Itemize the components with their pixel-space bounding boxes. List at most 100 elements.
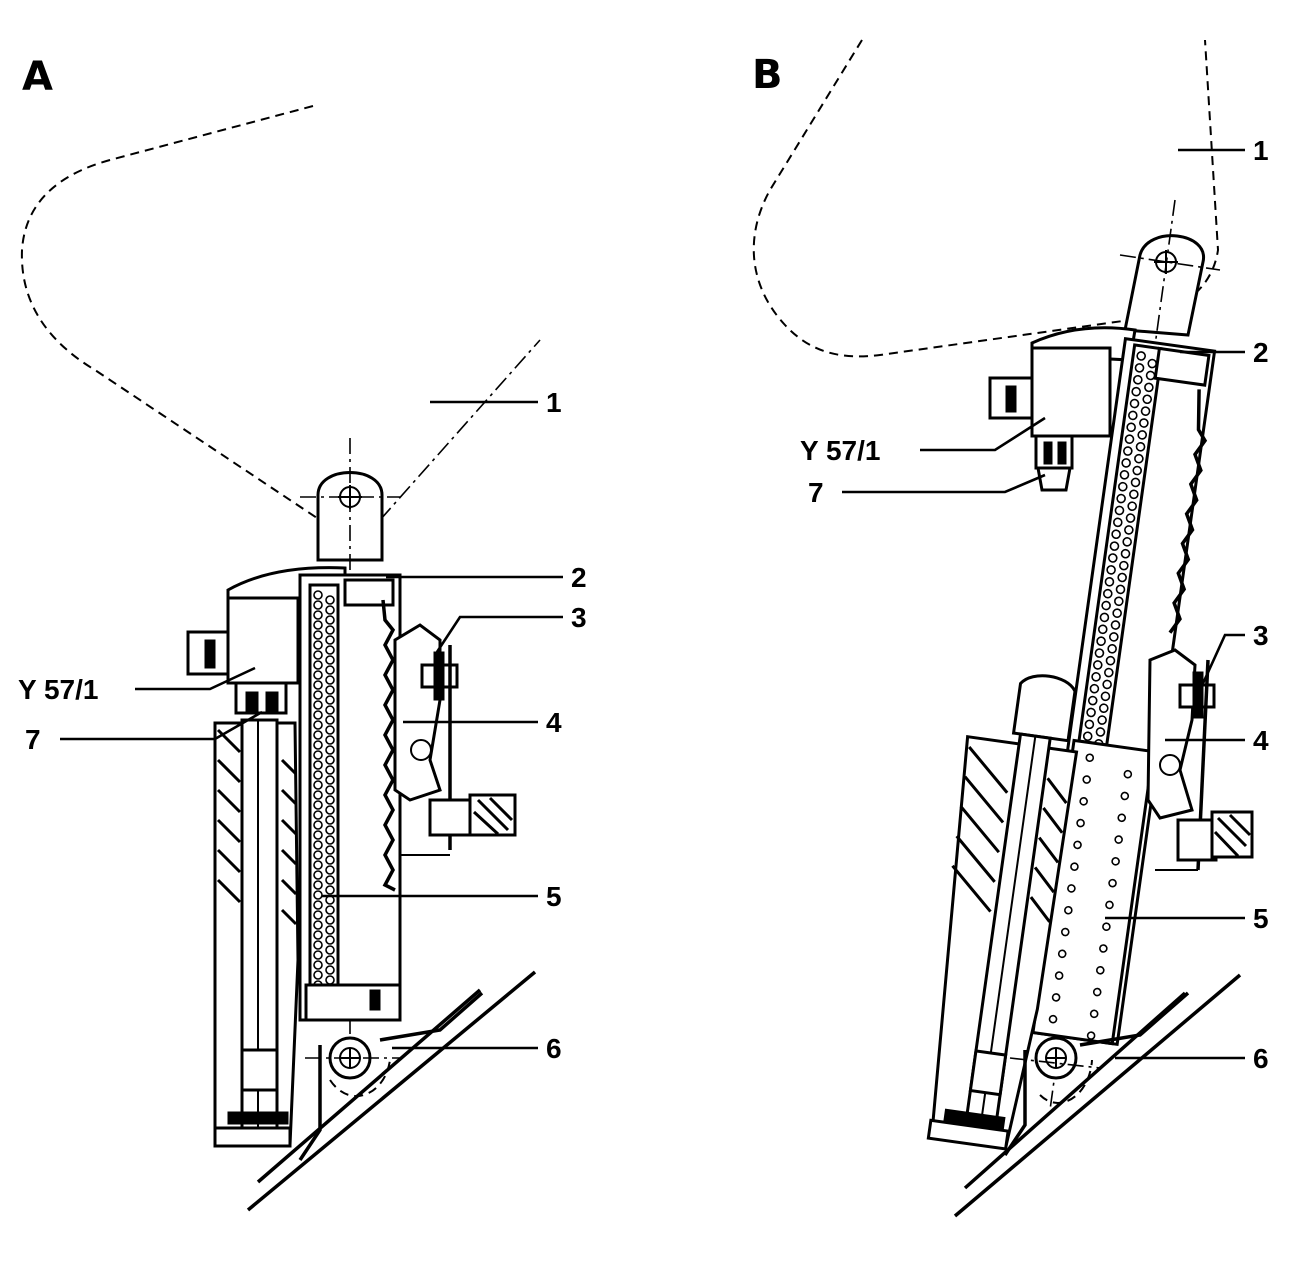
spring-coil-ring — [1085, 753, 1095, 763]
spring-coil-ring — [325, 805, 335, 815]
panel-a-letter: A — [22, 54, 53, 100]
spring-coil-ring — [313, 750, 323, 760]
spring-coil-ring — [1118, 481, 1128, 492]
spring-coil-ring — [1092, 987, 1102, 997]
spring-coil-ring — [1110, 620, 1121, 630]
spring-coil-ring — [313, 610, 323, 620]
spring-coil-ring — [1132, 465, 1142, 476]
spring-coil-ring — [1115, 584, 1126, 595]
spring-coil-ring — [1122, 537, 1132, 547]
spring-coil-ring — [1054, 971, 1064, 980]
panel-a-callout-4: 4 — [546, 707, 562, 738]
spring-coil-ring — [325, 725, 335, 735]
spring-coil-ring — [1102, 588, 1113, 599]
spring-coil-ring — [1120, 548, 1131, 559]
spring-coil-ring — [313, 710, 323, 720]
spring-coil-ring — [1086, 1031, 1096, 1040]
spring-coil-ring — [313, 970, 323, 980]
spring-coil-ring — [325, 715, 335, 725]
spring-coil-ring — [1082, 731, 1093, 742]
spring-coil-ring — [1117, 572, 1127, 583]
spring-coil-ring — [1116, 493, 1126, 504]
panel-b-base — [953, 973, 1242, 1218]
spring-coil-ring — [1119, 560, 1129, 571]
panel-b-callout-2: 2 — [1253, 337, 1269, 368]
panel-a-leaders — [60, 400, 563, 1050]
panel-b-letter: B — [752, 52, 783, 98]
spring-coil-ring — [1109, 632, 1119, 642]
panel-b-leaders — [842, 148, 1245, 1060]
spring-coil-ring — [313, 730, 323, 740]
spring-coil-ring — [1117, 813, 1127, 823]
spring-coil-ring — [1089, 1009, 1099, 1019]
spring-coil-ring — [313, 880, 323, 890]
spring-coil-ring — [1079, 797, 1088, 806]
spring-coil-ring — [313, 740, 323, 750]
spring-coil-ring — [1144, 382, 1154, 393]
spring-coil-ring — [325, 855, 335, 865]
spring-coil-ring — [325, 765, 335, 775]
spring-coil-ring — [325, 815, 335, 825]
spring-coil-ring — [313, 890, 323, 900]
panel-b-callout-5: 5 — [1253, 903, 1269, 934]
spring-coil-ring — [1057, 949, 1067, 959]
panel-a-callout-1: 1 — [546, 387, 562, 418]
spring-coil-ring — [325, 865, 335, 875]
spring-coil-ring — [325, 605, 335, 615]
spring-coil-ring — [325, 825, 335, 835]
spring-coil-ring — [313, 650, 323, 660]
panel-a: A — [18, 54, 587, 1212]
spring-coil-ring — [1136, 351, 1146, 361]
spring-coil-ring — [325, 615, 335, 625]
spring-coil-ring — [313, 660, 323, 670]
spring-coil-ring — [1102, 679, 1112, 690]
spring-coil-ring — [1137, 430, 1148, 440]
spring-coil-ring — [313, 870, 323, 880]
panel-a-solenoid — [186, 566, 347, 715]
spring-coil-ring — [1121, 458, 1131, 468]
spring-coil-ring — [325, 685, 335, 695]
spring-coil-ring — [1091, 672, 1101, 682]
spring-coil-ring — [325, 795, 335, 805]
spring-coil-ring — [313, 830, 323, 840]
spring-coil-ring — [313, 760, 323, 770]
spring-coil-ring — [1070, 862, 1079, 871]
spring-coil-ring — [1142, 394, 1153, 405]
spring-coil-ring — [1111, 857, 1120, 866]
spring-coil-ring — [1089, 683, 1100, 694]
spring-coil-ring — [1126, 422, 1136, 433]
spring-coil-ring — [313, 960, 323, 970]
spring-coil-ring — [1099, 612, 1110, 623]
spring-coil-ring — [325, 935, 335, 945]
panel-a-callout-6: 6 — [546, 1033, 562, 1064]
spring-coil-ring — [1134, 453, 1144, 464]
spring-coil-ring — [325, 655, 335, 665]
spring-coil-ring — [1127, 501, 1137, 512]
spring-coil-ring — [325, 735, 335, 745]
panel-a-seat-outline-right — [379, 339, 541, 521]
panel-b-callout-y57-1: Y 57/1 — [800, 435, 880, 466]
spring-coil-ring — [1105, 655, 1116, 666]
spring-coil-ring — [313, 680, 323, 690]
panel-a-spring-column — [298, 573, 402, 1022]
spring-coil-ring — [313, 840, 323, 850]
panel-a-callout-5: 5 — [546, 881, 562, 912]
spring-coil-ring — [1114, 835, 1123, 844]
spring-coil-ring — [1124, 434, 1135, 444]
spring-coil-ring — [1099, 944, 1108, 953]
spring-coil-ring — [1104, 667, 1114, 678]
spring-coil-ring — [313, 590, 323, 600]
spring-coil-ring — [1109, 541, 1120, 551]
spring-coil-ring — [325, 705, 335, 715]
spring-coil-ring — [1106, 565, 1116, 575]
spring-coil-ring — [1135, 441, 1146, 452]
spring-coil-ring — [1129, 489, 1139, 500]
spring-coil-ring — [325, 775, 335, 785]
panel-b-callout-3: 3 — [1253, 620, 1269, 651]
spring-coil-ring — [1128, 410, 1138, 421]
spring-coil-ring — [325, 745, 335, 755]
spring-coil-ring — [325, 665, 335, 675]
spring-coil-ring — [1086, 707, 1096, 718]
spring-coil-ring — [1102, 922, 1111, 932]
